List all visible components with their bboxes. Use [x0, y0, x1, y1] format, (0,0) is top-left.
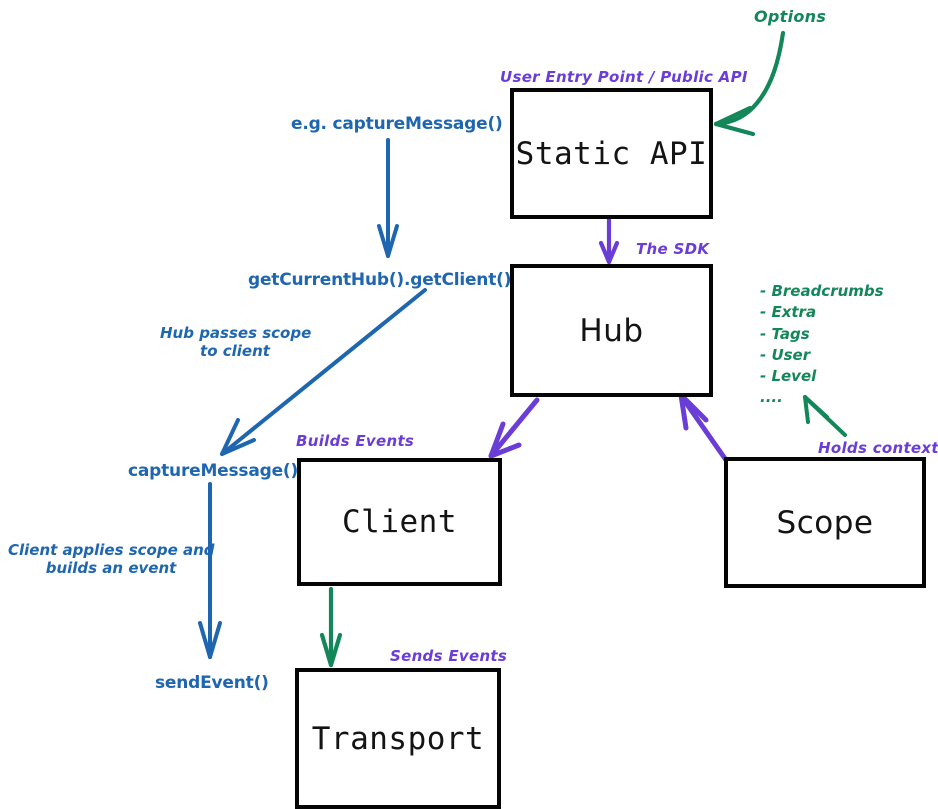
edge-static-api-to-hub — [598, 216, 620, 265]
node-transport-label: Transport — [311, 720, 485, 757]
context-list-item: - Breadcrumbs — [760, 282, 884, 300]
annotation-eg-capture-message: e.g. captureMessage() — [291, 114, 503, 134]
node-scope[interactable]: Scope — [724, 457, 926, 588]
annotation-user-entry-point: User Entry Point / Public API — [500, 68, 748, 86]
context-list-item: - Tags — [760, 324, 810, 343]
edge-get-hub-to-capture-message — [220, 288, 427, 456]
annotation-the-sdk: The SDK — [636, 240, 710, 258]
annotation-holds-context: Holds context — [818, 439, 938, 457]
annotation-builds-events: Builds Events — [296, 432, 415, 450]
scope-context-list: - Breadcrumbs - Extra - Tags - User - Le… — [760, 281, 884, 409]
edge-client-to-transport — [319, 586, 343, 668]
annotation-options: Options — [754, 7, 827, 26]
annotation-hub-passes-scope-to-client: Hub passes scope to client — [160, 324, 312, 361]
annotation-capture-message: captureMessage() — [128, 461, 299, 481]
node-static-api-label: Static API — [515, 135, 708, 172]
context-list-item: - User — [760, 345, 811, 364]
context-list-item: .... — [760, 388, 783, 407]
annotation-sends-events: Sends Events — [390, 647, 508, 665]
context-list-item: - Level — [760, 367, 817, 386]
edge-eg-capture-to-get-hub — [377, 138, 399, 258]
node-client[interactable]: Client — [297, 458, 502, 586]
node-scope-label: Scope — [776, 504, 874, 541]
edge-hub-to-client — [488, 397, 540, 459]
edge-scope-to-hub — [678, 392, 729, 463]
node-hub-label: Hub — [579, 312, 644, 349]
annotation-send-event: sendEvent() — [155, 673, 269, 693]
node-static-api[interactable]: Static API — [510, 88, 713, 219]
annotation-get-current-hub-get-client: getCurrentHub().getClient() — [248, 270, 512, 290]
node-client-label: Client — [342, 504, 457, 540]
context-list-item: - Extra — [760, 303, 817, 322]
annotation-client-applies-scope: Client applies scope and builds an event — [8, 541, 215, 578]
node-transport[interactable]: Transport — [295, 668, 501, 809]
node-hub[interactable]: Hub — [510, 264, 713, 397]
